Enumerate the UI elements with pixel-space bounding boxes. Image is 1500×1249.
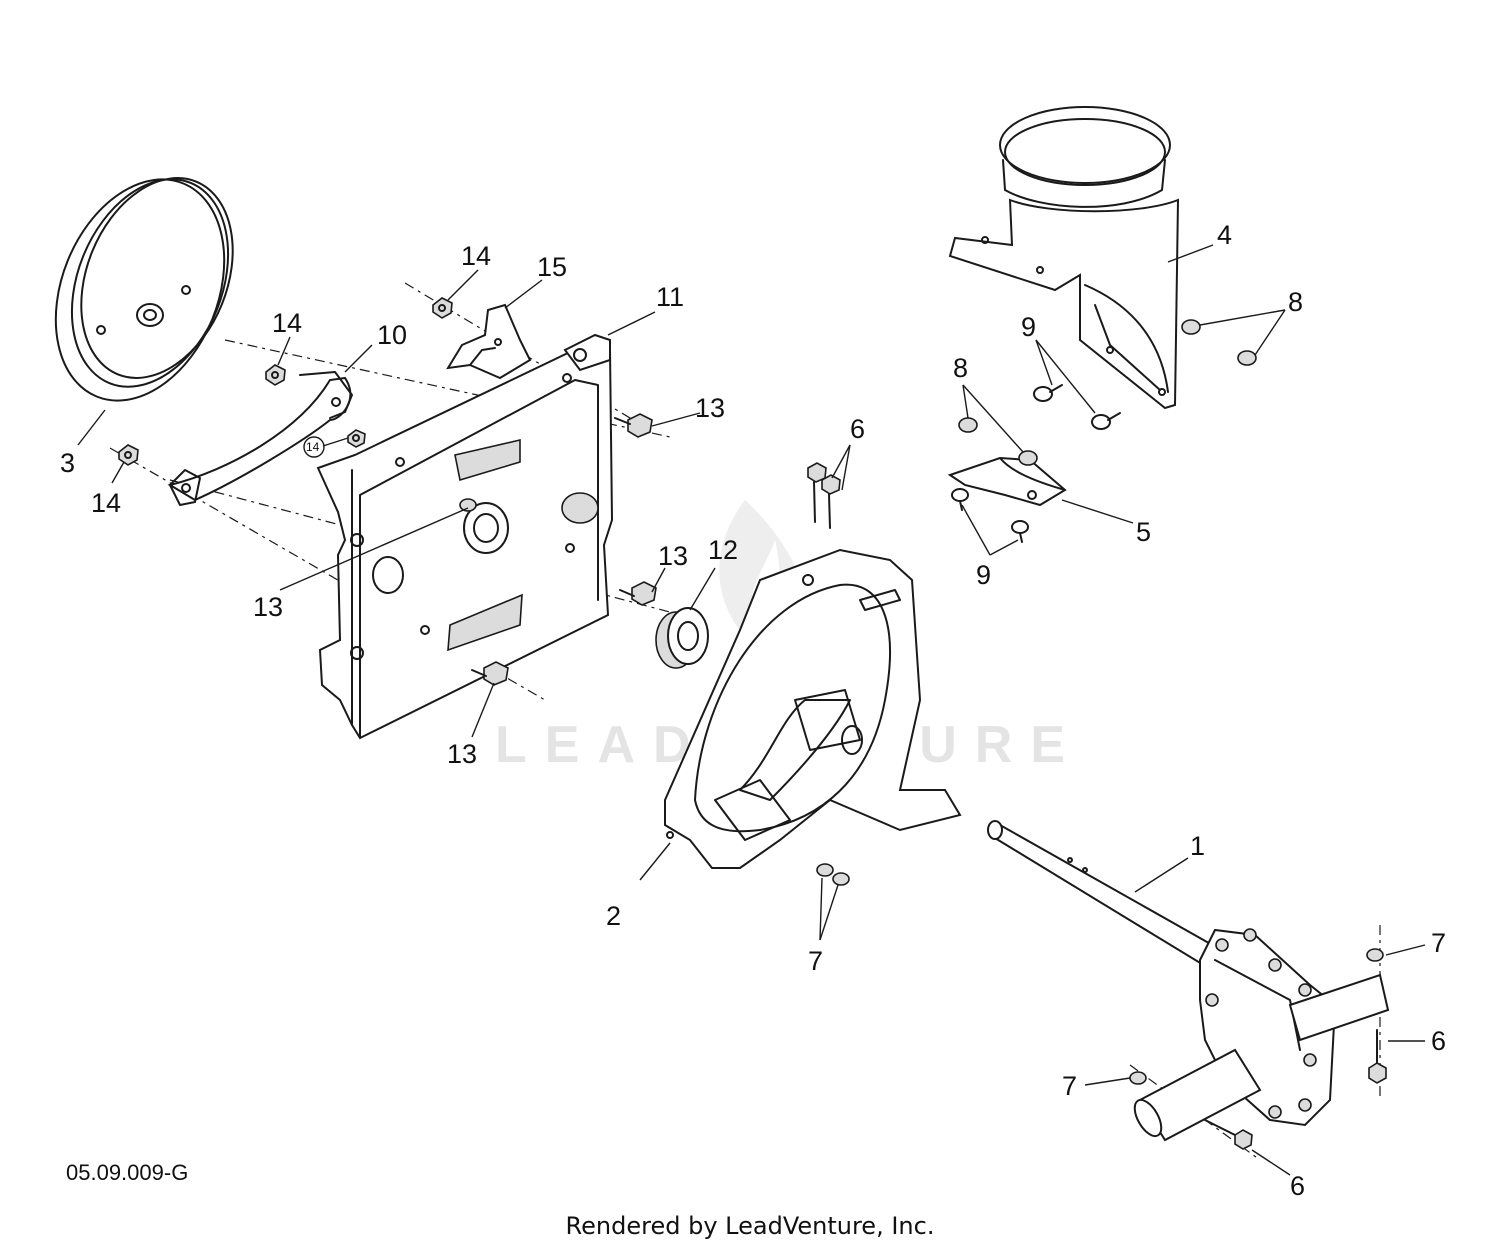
callout-14-small: 14 — [303, 436, 325, 458]
callout-8-right: 8 — [1288, 287, 1303, 317]
fasteners-8-9 — [951, 319, 1257, 543]
bolts-13 — [459, 413, 657, 686]
carriage-bolt-9-a — [1033, 384, 1063, 402]
callout-7-housing: 7 — [808, 946, 823, 976]
flange-nut-7-d — [1129, 1071, 1147, 1085]
cable-clip — [446, 303, 532, 380]
callout-3: 3 — [60, 448, 75, 478]
callout-15: 15 — [537, 252, 567, 282]
plate-bracket — [563, 333, 611, 372]
callout-6-bottom: 6 — [1290, 1171, 1305, 1201]
callout-14-left: 14 — [91, 488, 121, 518]
carriage-bolt-9-c — [951, 488, 969, 511]
carriage-bolt-9-b — [1091, 412, 1121, 430]
callout-10: 10 — [377, 320, 407, 350]
hex-bolt-6-c — [1368, 1029, 1387, 1084]
chute-adapter — [948, 106, 1180, 410]
callout-9-lower: 9 — [976, 560, 991, 590]
nut-14-c — [118, 444, 139, 466]
impeller-housing — [664, 548, 962, 869]
render-credit: Rendered by LeadVenture, Inc. — [565, 1212, 935, 1240]
callout-13-bottom: 13 — [447, 739, 477, 769]
callout-1: 1 — [1190, 831, 1205, 861]
flange-nut-7-a — [816, 863, 834, 877]
nut-14-a — [432, 297, 453, 319]
flange-nut-7-c — [1366, 948, 1384, 962]
bolt-13-d — [459, 498, 477, 512]
bolt-13-c — [471, 661, 509, 686]
flange-nut-8-a — [1181, 319, 1201, 335]
hex-bolt-6-d — [1204, 1119, 1253, 1150]
svg-text:14: 14 — [306, 440, 320, 454]
callout-11: 11 — [656, 282, 684, 312]
bearing — [655, 607, 709, 669]
callout-4: 4 — [1217, 220, 1232, 250]
callout-6-upper: 6 — [850, 414, 865, 444]
hex-bolt-6-b — [821, 474, 841, 529]
callout-13-upper: 13 — [695, 393, 725, 423]
bolt-13-b — [619, 581, 657, 606]
drawing-number: 05.09.009-G — [66, 1160, 189, 1185]
fasteners-gearbox — [1129, 948, 1387, 1150]
callout-7-left: 7 — [1062, 1071, 1077, 1101]
nuts-7-housing — [816, 863, 850, 886]
callout-12: 12 — [708, 535, 738, 565]
flange-nut-8-d — [1018, 450, 1038, 466]
callout-9-upper: 9 — [1021, 312, 1036, 342]
pulley — [54, 177, 234, 402]
callout-13-middle: 13 — [658, 541, 688, 571]
callout-5: 5 — [1136, 517, 1151, 547]
nut-14-d — [347, 429, 366, 448]
callout-13-left: 13 — [253, 592, 283, 622]
callout-7-right: 7 — [1431, 928, 1446, 958]
bolts-6-upper — [807, 462, 841, 529]
callout-2: 2 — [606, 901, 621, 931]
callout-leaders — [77, 244, 1426, 1176]
hex-bolt-6-a — [807, 462, 827, 523]
flange-nut-7-b — [832, 872, 850, 886]
carriage-bolt-9-d — [1011, 520, 1029, 543]
bolt-13-a — [614, 413, 653, 438]
flange-nut-8-c — [958, 417, 978, 433]
belt-guide — [167, 371, 353, 506]
callout-14-top: 14 — [461, 241, 491, 271]
callout-6-right: 6 — [1431, 1026, 1446, 1056]
flange-nut-8-b — [1237, 350, 1257, 366]
deflector-plate — [947, 456, 1067, 507]
mounting-plate — [316, 348, 614, 740]
nuts-14 — [118, 297, 453, 466]
nut-14-b — [265, 364, 286, 386]
callout-8-left: 8 — [953, 353, 968, 383]
auger-shaft-gearbox — [987, 820, 1390, 1142]
callout-labels: 1 2 3 4 5 6 6 6 7 7 7 8 8 9 9 10 11 12 1… — [60, 220, 1446, 1201]
callout-14-mid: 14 — [272, 308, 302, 338]
